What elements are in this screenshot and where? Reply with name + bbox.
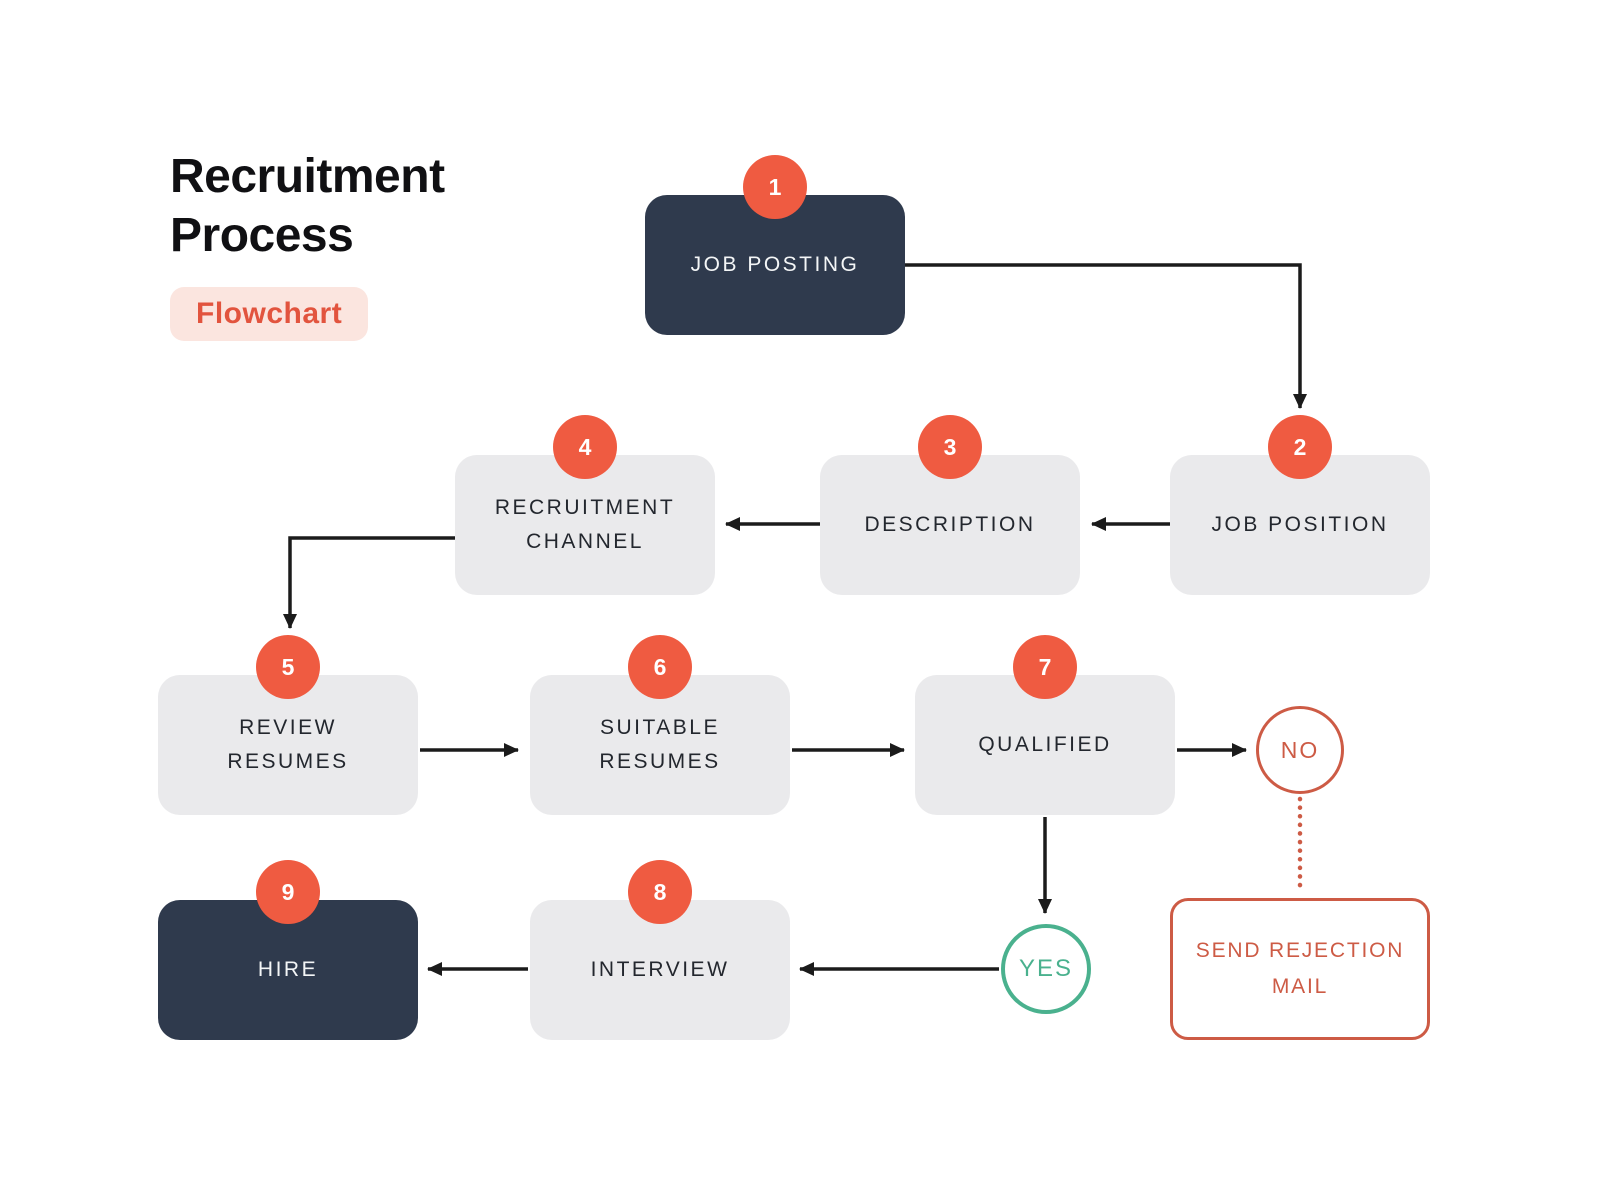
node-job-position: 2 JOB POSITION <box>1170 415 1430 595</box>
node-label-review-resumes: REVIEW RESUMES <box>227 716 349 773</box>
subtitle-badge: Flowchart <box>170 287 369 342</box>
node-qualified: 7 QUALIFIED <box>915 635 1175 815</box>
decision-circle-yes: YES <box>1001 924 1091 1014</box>
node-label-job-position: JOB POSITION <box>1211 513 1389 537</box>
node-label-suitable-resumes: SUITABLE RESUMES <box>599 716 721 773</box>
step-badge-4: 4 <box>553 415 617 479</box>
page-title: Recruitment Process <box>170 150 445 262</box>
decision-circle-no: NO <box>1256 706 1344 794</box>
step-badge-9: 9 <box>256 860 320 924</box>
decision-no-label: NO <box>1280 736 1320 763</box>
step-badge-6: 6 <box>628 635 692 699</box>
decision-yes-label: YES <box>1018 955 1074 982</box>
node-label-recruitment-channel: RECRUITMENT CHANNEL <box>494 496 676 553</box>
step-badge-1: 1 <box>743 155 807 219</box>
title-block: Recruitment Process Flowchart <box>170 148 580 342</box>
node-send-rejection-mail: SEND REJECTION MAIL <box>1170 898 1430 1040</box>
step-badge-5: 5 <box>256 635 320 699</box>
node-recruitment-channel: 4 RECRUITMENT CHANNEL <box>455 415 715 595</box>
node-hire: 9 HIRE <box>158 860 418 1040</box>
node-interview: 8 INTERVIEW <box>530 860 790 1040</box>
node-description: 3 DESCRIPTION <box>820 415 1080 595</box>
node-job-posting: 1 JOB POSTING <box>645 155 905 335</box>
node-label-hire: HIRE <box>257 958 319 982</box>
node-review-resumes: 5 REVIEW RESUMES <box>158 635 418 815</box>
node-label-interview: INTERVIEW <box>590 958 730 982</box>
arrow-recruitment-channel-to-review-resumes <box>283 536 455 629</box>
node-label-description: DESCRIPTION <box>864 513 1036 537</box>
arrow-job-posting-to-job-position <box>905 263 1307 409</box>
step-badge-2: 2 <box>1268 415 1332 479</box>
node-label-job-posting: JOB POSTING <box>690 253 860 277</box>
step-badge-3: 3 <box>918 415 982 479</box>
node-label-qualified: QUALIFIED <box>978 733 1112 757</box>
rejection-label: SEND REJECTION MAIL <box>1195 939 1405 998</box>
step-badge-8: 8 <box>628 860 692 924</box>
node-suitable-resumes: 6 SUITABLE RESUMES <box>530 635 790 815</box>
step-badge-7: 7 <box>1013 635 1077 699</box>
